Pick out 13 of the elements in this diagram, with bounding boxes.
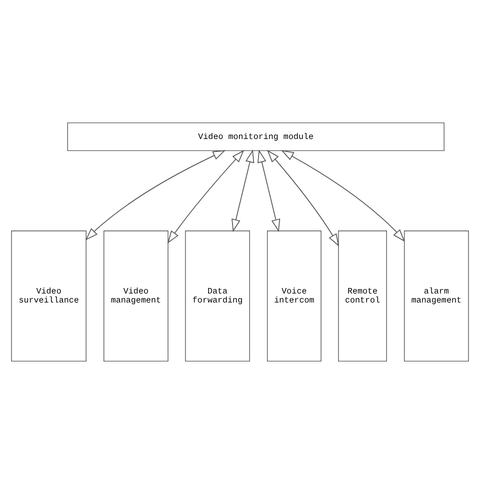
node-box: Video management xyxy=(104,230,168,362)
node-box: alarm management xyxy=(404,230,469,362)
node-box: Video surveillance xyxy=(11,230,86,362)
arrow xyxy=(258,149,280,232)
arrow xyxy=(168,149,244,244)
node-box: Remote control xyxy=(338,230,387,362)
node-box: Video monitoring module xyxy=(67,122,444,151)
arrow xyxy=(85,150,226,240)
node-box: Voice intercom xyxy=(267,230,322,362)
arrow xyxy=(280,150,405,242)
node-box: Data forwarding xyxy=(185,230,250,362)
arrow xyxy=(232,149,254,232)
arrow xyxy=(266,149,340,246)
